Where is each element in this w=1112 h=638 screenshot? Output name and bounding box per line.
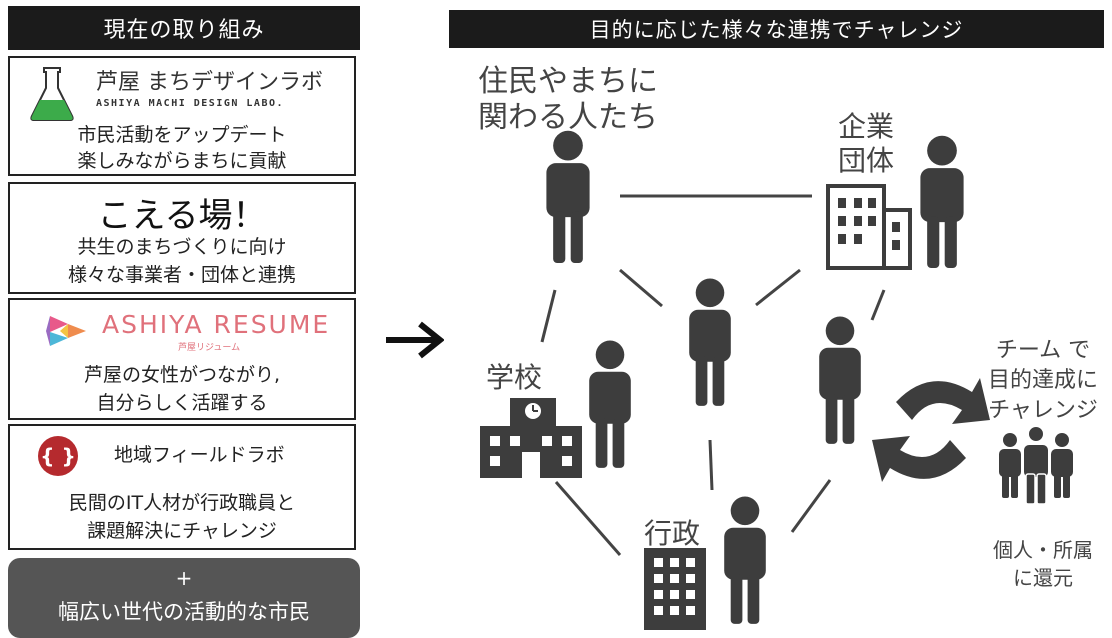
flask-icon — [30, 67, 74, 121]
person-icon — [546, 130, 590, 264]
card-line: 自分らしく活躍する — [96, 392, 268, 414]
card-line: 様々な事業者・団体と連携 — [67, 264, 296, 286]
school-icon — [480, 398, 582, 478]
person-icon — [819, 316, 861, 444]
card-field-labo: { } 地域フィールドラボ 民間のIT人材が行政職員と 課題解決にチャレンジ — [8, 424, 356, 550]
group-icon — [999, 425, 1073, 505]
building-icon — [826, 184, 912, 270]
card-machi-design-labo: 芦屋 まちデザインラボ ASHIYA MACHI DESIGN LABO. 市民… — [8, 56, 356, 176]
resume-sub: 芦屋リジューム — [178, 343, 241, 353]
company-label: 企業 団体 — [838, 110, 895, 177]
residents-label: 住民やまちに 関わる人たち — [478, 64, 658, 135]
card-line: 課題解決にチャレンジ — [87, 520, 277, 542]
active-citizens-text: 幅広い世代の活動的な市民 — [58, 600, 310, 624]
school-label: 学校 — [486, 361, 543, 394]
card-line: 芦屋の女性がつながり, — [83, 364, 281, 386]
collaboration-header: 目的に応じた様々な連携でチャレンジ — [449, 10, 1104, 48]
field-lab-name: 地域フィールドラボ — [114, 444, 285, 466]
field-lab-icon: { } — [38, 436, 78, 476]
current-initiatives-header: 現在の取り組み — [8, 6, 360, 50]
arrow-right-icon — [386, 321, 444, 359]
return-label: 個人・所属 に還元 — [993, 538, 1093, 590]
card-line: 楽しみながらまちに貢献 — [77, 150, 287, 172]
resume-prism-icon — [46, 316, 86, 346]
government-building-icon — [644, 548, 706, 630]
team-challenge-label: チーム で 目的達成に チャレンジ — [987, 338, 1098, 423]
plus-sign: + — [175, 566, 193, 590]
machi-labo-name: 芦屋 まちデザインラボ — [96, 70, 323, 95]
person-icon — [724, 496, 766, 624]
card-line: 民間のIT人材が行政職員と — [68, 492, 296, 514]
person-icon — [589, 340, 631, 468]
koeru-ba-headline: こえる場！ — [97, 196, 267, 236]
machi-labo-sub: ASHIYA MACHI DESIGN LABO. — [96, 98, 285, 109]
active-citizens-box: + 幅広い世代の活動的な市民 — [8, 558, 360, 638]
resume-title: ASHIYA RESUME — [102, 310, 331, 339]
connection-lines — [540, 194, 886, 556]
person-icon — [920, 135, 964, 269]
card-line: 市民活動をアップデート — [77, 124, 287, 146]
card-koeru-ba: こえる場！ 共生のまちづくりに向け 様々な事業者・団体と連携 — [8, 182, 356, 294]
collaboration-diagram — [480, 130, 1073, 630]
cycle-arrows-icon — [872, 378, 990, 482]
person-icon — [689, 278, 731, 406]
card-line: 共生のまちづくりに向け — [77, 236, 287, 258]
card-ashiya-resume: ASHIYA RESUME 芦屋リジューム 芦屋の女性がつながり, 自分らしく活… — [8, 298, 356, 420]
government-label: 行政 — [644, 517, 701, 550]
